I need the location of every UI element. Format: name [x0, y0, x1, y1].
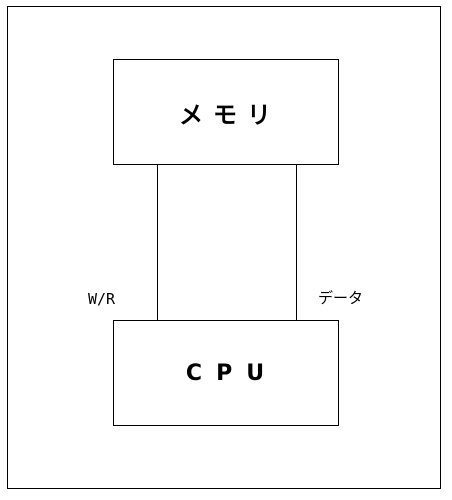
wr-connection-line — [157, 164, 158, 321]
data-label: データ — [318, 289, 364, 307]
cpu-box: CPU — [113, 320, 339, 426]
diagram-frame — [7, 6, 441, 489]
data-connection-line — [296, 164, 297, 321]
wr-label: W/R — [88, 290, 116, 308]
memory-box: メモリ — [113, 59, 339, 165]
cpu-label: CPU — [185, 360, 279, 386]
memory-label: メモリ — [179, 100, 281, 129]
